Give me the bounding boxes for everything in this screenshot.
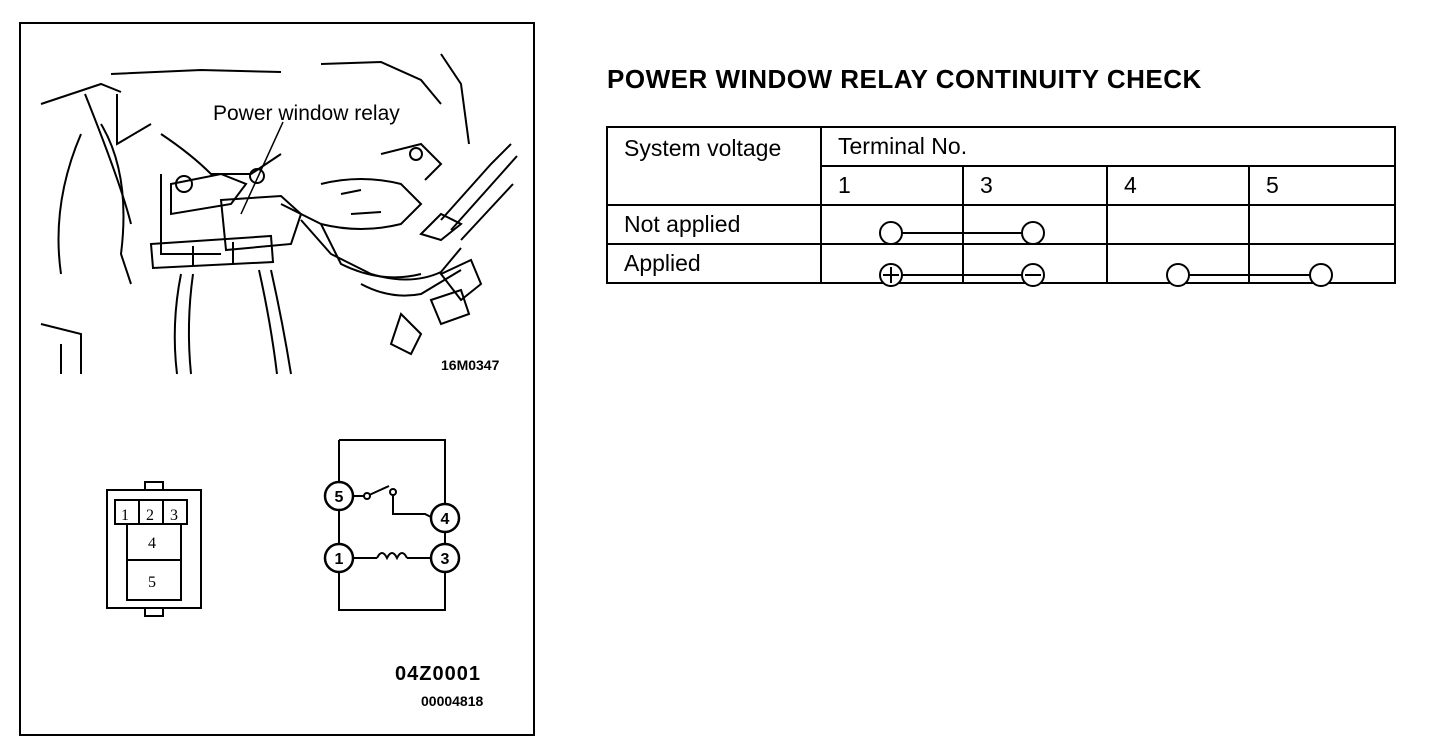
connector-terminal-2: 2 <box>146 507 154 524</box>
cell-applied-1 <box>820 243 964 284</box>
schematic-node-5 <box>323 480 355 512</box>
schematic-node-4 <box>429 502 461 534</box>
figure-code-bottom: 04Z0001 <box>395 663 481 685</box>
table-row: Applied <box>606 243 1397 284</box>
cell-not-applied-5 <box>1247 204 1397 245</box>
terminal-header-1: 1 <box>820 165 964 206</box>
terminal-header-4: 4 <box>1106 165 1250 206</box>
leader-line <box>240 121 284 215</box>
schematic-label-5: 5 <box>335 489 344 506</box>
relay-connector-face <box>106 481 202 617</box>
header-terminal-no: Terminal No. <box>819 126 1397 167</box>
cell-not-applied-4 <box>1106 204 1250 245</box>
dashboard-line-art <box>40 53 518 375</box>
cell-applied-5 <box>1247 243 1397 284</box>
table-row: Not applied <box>606 204 1397 245</box>
relay-location-illustration: Power window relay 16M0347 1 2 3 4 5 <box>40 53 518 709</box>
figure-code-small: 00004818 <box>421 693 484 709</box>
terminal-header-5: 5 <box>1247 165 1397 206</box>
schematic-label-4: 4 <box>441 511 450 528</box>
schematic-label-3: 3 <box>441 551 450 568</box>
row-label-applied: Applied <box>606 243 822 284</box>
switch-contact-moving <box>389 488 397 496</box>
terminal-header-3: 3 <box>962 165 1108 206</box>
figure-code-top: 16M0347 <box>441 357 500 373</box>
section-title: POWER WINDOW RELAY CONTINUITY CHECK <box>607 64 1202 94</box>
schematic-node-3 <box>429 542 461 574</box>
cell-applied-4 <box>1106 243 1250 284</box>
row-label-not-applied: Not applied <box>606 204 822 245</box>
cell-not-applied-1 <box>820 204 964 245</box>
header-system-voltage: System voltage <box>606 126 822 206</box>
relay-schematic <box>338 439 446 611</box>
connector-terminal-3: 3 <box>170 507 178 524</box>
table-header-row: System voltage Terminal No. <box>606 126 1397 206</box>
schematic-node-1 <box>323 542 355 574</box>
illustration-frame: Power window relay 16M0347 1 2 3 4 5 <box>19 22 535 736</box>
connector-terminal-5: 5 <box>148 574 156 591</box>
connector-terminal-1: 1 <box>121 507 129 524</box>
continuity-table: System voltage Terminal No. 1 3 4 5 Not … <box>606 126 1397 284</box>
relay-callout-label: Power window relay <box>213 102 400 125</box>
table-terminal-row: 1 3 4 5 <box>607 165 1397 206</box>
cell-not-applied-3 <box>962 204 1108 245</box>
schematic-label-1: 1 <box>335 551 344 568</box>
cell-applied-3 <box>962 243 1108 284</box>
switch-contact-fixed <box>363 492 371 500</box>
connector-terminal-4: 4 <box>148 535 156 552</box>
